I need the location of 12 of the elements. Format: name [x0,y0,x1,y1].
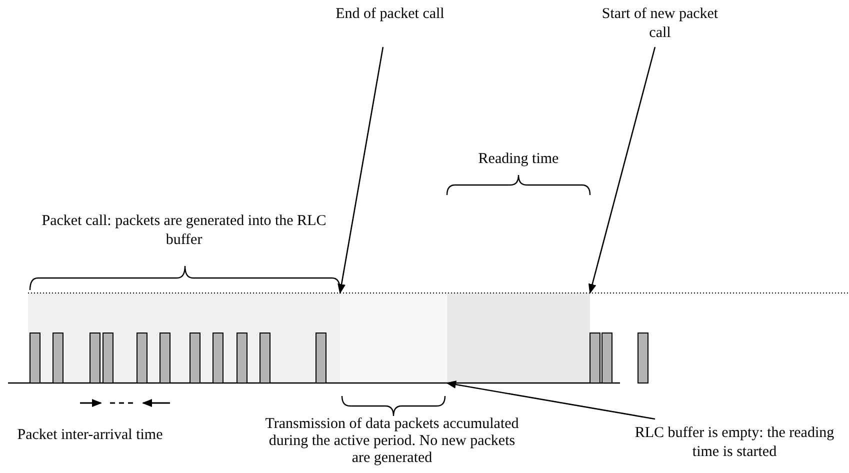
annotation-text: Packet inter-arrival time [16,426,164,445]
reading-time-area [447,293,590,383]
leader-arrow [446,380,656,420]
annotation-text: Start of new packet call [595,5,725,43]
leader-arrow [588,46,656,294]
annotation-text: Packet call: packets are generated into the RLC buffer [40,212,328,250]
transmission-area [340,293,447,383]
annotation-text: End of packet call [335,5,445,24]
annotation-text: RLC buffer is empty: the reading time is started [620,424,849,462]
annotation-text: Transmission of data packets accumulated during the active period. No new packets are generated [264,416,520,467]
leader-arrow [338,46,384,294]
annotation-text: Reading time [477,150,560,169]
